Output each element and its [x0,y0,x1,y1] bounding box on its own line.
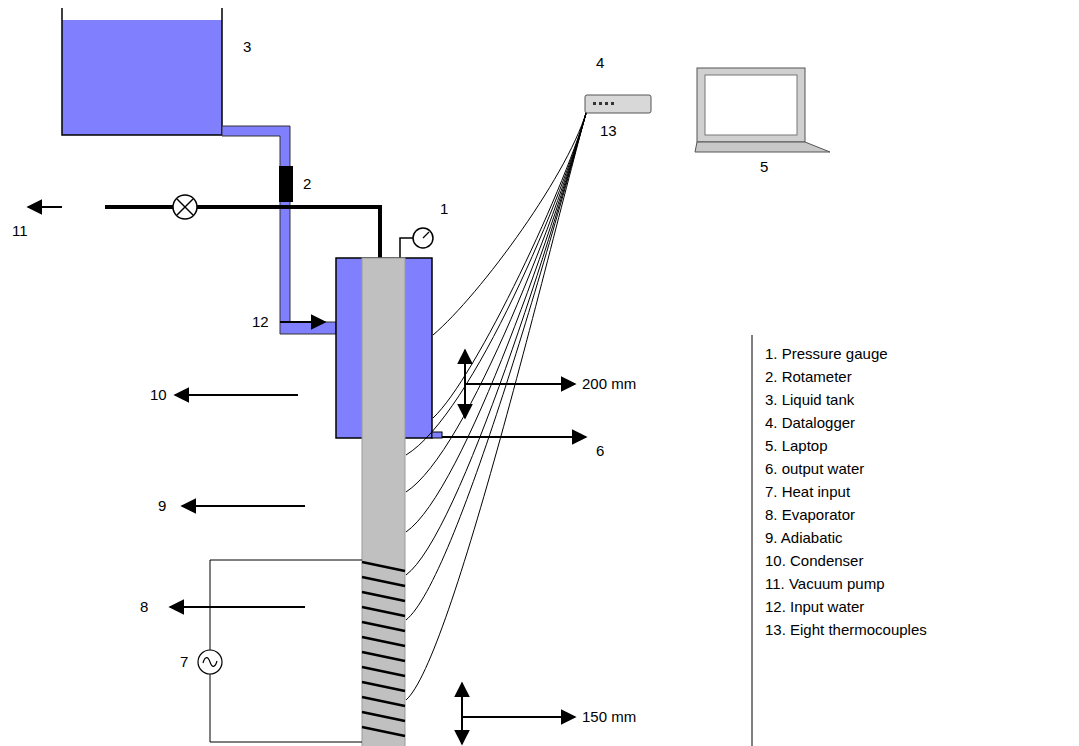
coil-winding [362,667,405,676]
dimension-label: 150 mm [582,708,636,726]
supply-pipe [222,126,336,334]
thermocouple-wire [406,106,588,620]
key-item: 9. Adiabatic [765,529,843,547]
callout-number: 6 [596,442,604,460]
key-item: 6. output water [765,460,864,478]
coil-winding [362,697,405,706]
heat-source [198,560,362,742]
key-separator [752,335,753,746]
callout-number: 9 [158,497,166,515]
outlet-nozzle [432,432,442,438]
key-item: 2. Rotameter [765,368,852,386]
callout-number: 2 [303,175,311,193]
callout-number: 7 [180,653,188,671]
callout-number: 8 [140,598,148,616]
heater-coil [362,562,405,736]
liquid-tank [62,8,222,135]
coil-winding [362,727,405,736]
key-item: 12. Input water [765,598,864,616]
thermocouple-wires [406,106,588,700]
thermocouple-wire [433,106,588,335]
callout-number: 1 [440,200,448,218]
coil-winding [362,652,405,661]
callout-number: 4 [596,54,604,72]
key-item: 11. Vacuum pump [765,575,885,593]
thermocouple-wire [406,106,588,455]
region-arrows [170,322,586,607]
laptop [695,68,830,152]
key-item: 5. Laptop [765,437,828,455]
callout-number: 10 [150,386,167,404]
pressure-gauge [400,228,433,258]
callout-number: 5 [760,158,768,176]
coil-winding [362,592,405,601]
heat-pipe [362,258,405,746]
key-item: 1. Pressure gauge [765,345,888,363]
thermocouple-wire [406,106,588,492]
dimension-label: 200 mm [582,375,636,393]
key-item: 8. Evaporator [765,506,855,524]
rotameter [279,166,293,202]
coil-winding [362,607,405,616]
coil-winding [362,712,405,721]
thermocouple-wire [406,106,588,575]
thermocouple-wire [406,106,588,532]
callout-number: 11 [12,222,28,240]
key-item: 7. Heat input [765,483,850,501]
callout-number: 12 [252,313,269,331]
key-item: 3. Liquid tank [765,391,854,409]
key-item: 10. Condenser [765,552,863,570]
callout-number: 3 [243,38,251,56]
vacuum-line [28,195,380,260]
callout-number: 13 [600,122,617,140]
thermocouple-wire [406,106,588,700]
coil-winding [362,622,405,631]
coil-winding [362,577,405,586]
coil-winding [362,562,405,571]
datalogger [585,95,651,113]
coil-winding [362,637,405,646]
coil-winding [362,682,405,691]
key-item: 13. Eight thermocouples [765,621,927,639]
dimension-arrows [462,350,575,744]
key-item: 4. Datalogger [765,414,855,432]
